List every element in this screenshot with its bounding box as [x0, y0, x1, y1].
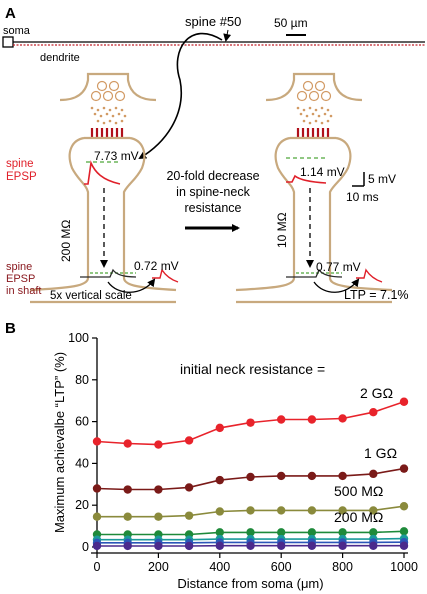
series-label-1: 1 GΩ [364, 445, 397, 461]
left-spine-diagram [29, 72, 179, 304]
y-tick-label: 100 [68, 331, 89, 345]
series-point-1 [399, 464, 409, 473]
series-point-6 [307, 541, 317, 550]
ltp-value-text: LTP = 7.1% [344, 288, 409, 302]
zoom-arrow [138, 32, 223, 160]
series-point-0 [215, 423, 224, 433]
series-point-3 [338, 528, 347, 537]
x-tick-label: 600 [271, 560, 292, 574]
series-point-6 [338, 541, 347, 550]
series-point-3 [369, 528, 378, 537]
right-neck-resistance: 10 MΩ [275, 212, 289, 248]
series-point-0 [277, 415, 286, 424]
x-tick-label: 0 [94, 560, 101, 574]
series-label-2: 500 MΩ [334, 483, 383, 499]
scalebar-mv-label: 5 mV [368, 172, 396, 186]
left-spine-epsp-value: 7.73 mV [94, 149, 139, 163]
x-tick-label: 800 [332, 560, 353, 574]
scalebar-ms-label: 10 ms [346, 190, 379, 204]
series-point-6 [215, 541, 224, 550]
y-tick-label: 20 [75, 498, 89, 512]
scalebar-um-label: 50 µm [274, 16, 308, 30]
series-point-1 [92, 484, 102, 493]
y-tick-label: 0 [82, 540, 89, 554]
spine-pointer [223, 29, 232, 42]
series-point-3 [307, 528, 317, 537]
series-point-2 [123, 512, 132, 521]
series-point-3 [277, 528, 286, 537]
series-point-2 [246, 506, 255, 515]
right-spine-epsp-value: 1.14 mV [300, 165, 345, 179]
series-point-2 [338, 506, 347, 515]
series-point-6 [277, 541, 286, 550]
x-tick-label: 1000 [390, 560, 418, 574]
series-point-2 [369, 506, 378, 515]
series-point-0 [338, 414, 347, 423]
series-point-1 [154, 485, 163, 494]
series-point-3 [215, 528, 224, 537]
series-point-3 [246, 528, 255, 537]
soma-label: soma [3, 25, 31, 37]
y-tick-label: 60 [75, 415, 89, 429]
y-tick-label: 80 [75, 373, 89, 387]
spine-number-label: spine #50 [185, 14, 241, 29]
series-point-6 [399, 541, 409, 550]
series-point-0 [246, 418, 255, 427]
series-point-0 [154, 440, 163, 449]
series-point-2 [92, 512, 102, 521]
vertical-scale-note: 5x vertical scale [50, 290, 132, 302]
series-point-6 [154, 541, 163, 551]
series-point-1 [123, 485, 132, 494]
series-label-0: 2 GΩ [360, 385, 393, 401]
y-axis-label: Maximum achievalbe “LTP” (%) [52, 352, 67, 533]
series-point-2 [215, 507, 224, 516]
right-spine-diagram [235, 72, 393, 304]
series-point-1 [215, 475, 224, 485]
series-point-0 [399, 397, 409, 406]
series-point-6 [369, 541, 378, 550]
series-point-1 [307, 471, 317, 481]
x-axis-label: Distance from soma (μm) [177, 576, 323, 591]
left-neck-resistance: 200 MΩ [59, 220, 73, 262]
series-point-3 [399, 527, 409, 536]
series-point-2 [277, 506, 286, 515]
panel-b-label: B [5, 320, 16, 337]
series-point-1 [338, 471, 347, 481]
series-label-3: 200 MΩ [334, 509, 383, 525]
series-point-2 [154, 512, 163, 521]
series-point-6 [123, 541, 132, 551]
series-point-2 [399, 502, 409, 511]
series-point-0 [369, 407, 378, 417]
x-tick-label: 400 [209, 560, 230, 574]
series-point-1 [369, 469, 378, 479]
series-point-1 [184, 483, 194, 492]
legend-title: initial neck resistance = [180, 361, 325, 377]
series-point-1 [277, 471, 286, 481]
panel-a-label: A [5, 5, 16, 22]
series-point-1 [246, 472, 255, 482]
soma-box [2, 36, 14, 48]
series-point-6 [184, 541, 194, 551]
right-shaft-value: 0.77 mV [316, 260, 361, 274]
left-shaft-value: 0.72 mV [134, 259, 179, 273]
series-point-6 [92, 541, 102, 551]
y-tick-label: 40 [75, 456, 89, 470]
series-point-2 [184, 511, 194, 520]
x-tick-label: 200 [148, 560, 169, 574]
series-point-6 [246, 541, 255, 550]
series-point-0 [92, 437, 102, 446]
series-point-0 [184, 436, 194, 445]
series-point-2 [307, 506, 317, 515]
series-point-0 [123, 439, 132, 448]
dendrite-label: dendrite [40, 52, 80, 64]
series-point-0 [307, 415, 317, 424]
